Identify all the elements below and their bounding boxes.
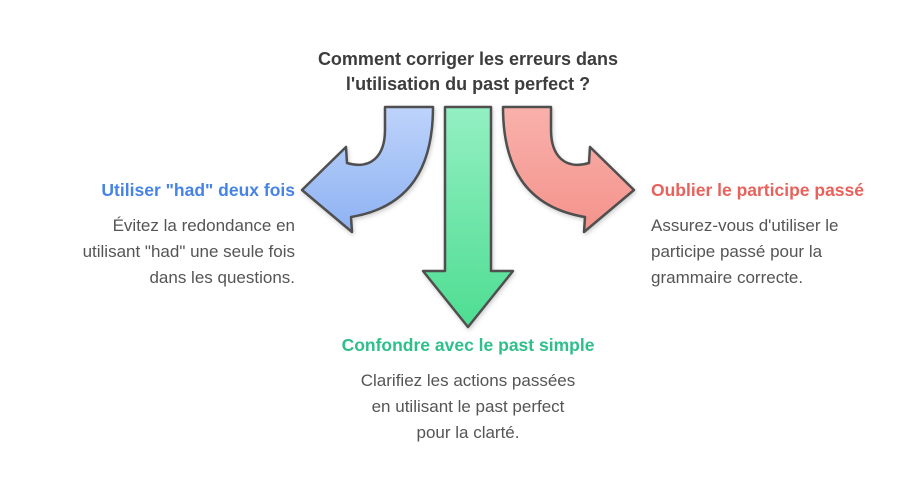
branch-bottom-body-line: pour la clarté. [416, 423, 520, 442]
green-down-arrow-icon [421, 105, 515, 329]
branch-bottom-body-line: en utilisant le past perfect [371, 397, 565, 416]
page-title-line2: l'utilisation du past perfect ? [345, 74, 591, 94]
page-title-line1: Comment corriger les erreurs dans [317, 49, 619, 69]
branch-bottom: Confondre avec le past simple Clarifiez … [342, 335, 595, 446]
branch-left: Utiliser "had" deux fois Évitez la redon… [83, 180, 295, 291]
branch-right: Oublier le participe passé Assurez-vous … [651, 180, 864, 291]
blue-curved-arrow-icon [300, 105, 435, 234]
branch-left-body-line: utilisant "had" une seule fois [82, 242, 295, 261]
branch-right-heading: Oublier le participe passé [651, 180, 864, 200]
branch-left-heading: Utiliser "had" deux fois [101, 180, 295, 200]
red-curved-arrow-icon [501, 105, 636, 234]
red-arrow-shape [501, 105, 636, 234]
branch-right-body-line: Assurez-vous d'utiliser le [651, 216, 839, 235]
branch-bottom-body-line: Clarifiez les actions passées [360, 371, 576, 390]
branch-left-body-line: Évitez la redondance en [112, 216, 295, 235]
page-title: Comment corriger les erreurs dans l'util… [318, 47, 618, 97]
green-arrow-shape [421, 105, 515, 329]
branch-bottom-heading: Confondre avec le past simple [341, 335, 595, 355]
branch-right-body-line: grammaire correcte. [651, 268, 804, 287]
blue-arrow-shape [300, 105, 435, 234]
branch-right-body-line: participe passé pour la [651, 242, 823, 261]
branch-left-body-line: dans les questions. [149, 268, 295, 287]
